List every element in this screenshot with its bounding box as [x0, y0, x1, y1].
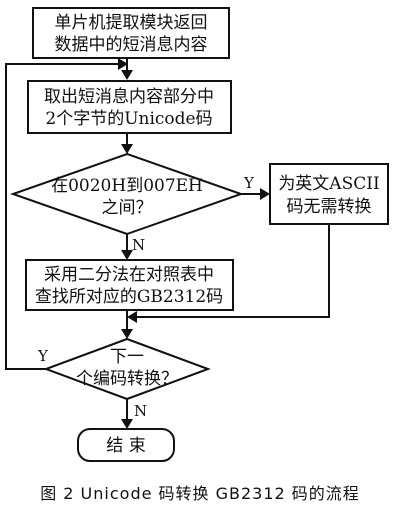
decision-check-range-line-1: 在0020H到007EH — [51, 176, 203, 196]
node-read-sms-line-1: 单片机提取模块返回 — [55, 13, 208, 33]
edge-loop-back — [5, 58, 128, 370]
edge-ascii-merge — [127, 224, 330, 323]
figure-caption: 图 2 Unicode 码转换 GB2312 码的流程 — [40, 484, 360, 503]
node-ascii-line-2: 码无需转换 — [287, 197, 372, 217]
node-binary-search: 采用二分法在对照表中 查找所对应的GB2312码 — [25, 259, 234, 311]
edge-range-no: N — [121, 234, 145, 260]
decision-next-code: 下一 个编码转换？ Y — [37, 337, 211, 401]
edge-take-to-check — [121, 133, 133, 154]
edge-read-to-take — [121, 58, 133, 80]
decision-next-code-line-2: 个编码转换？ — [76, 369, 178, 389]
edge-range-yes-label: Y — [243, 174, 255, 192]
decision-check-range: 在0020H到007EH 之间？ — [9, 152, 245, 236]
node-ascii: 为英文ASCII 码无需转换 — [269, 163, 389, 225]
decision-check-range-line-2: 之间？ — [102, 198, 153, 218]
node-read-sms: 单片机提取模块返回 数据中的短消息内容 — [32, 7, 230, 59]
node-take-unicode-line-1: 取出短消息内容部分中 — [44, 87, 214, 107]
edge-next-no: N — [121, 399, 147, 429]
node-read-sms-line-2: 数据中的短消息内容 — [55, 35, 208, 55]
decision-next-code-line-1: 下一 — [110, 347, 144, 367]
node-take-unicode-line-2: 2个字节的Unicode码 — [45, 109, 212, 129]
edge-next-yes-label: Y — [37, 347, 49, 365]
node-binary-search-line-1: 采用二分法在对照表中 — [44, 265, 214, 285]
edge-next-no-label: N — [134, 402, 147, 420]
node-end-label: 结 束 — [106, 436, 145, 456]
node-binary-search-line-2: 查找所对应的GB2312码 — [35, 287, 223, 307]
edge-range-no-label: N — [132, 236, 145, 254]
node-ascii-line-1: 为英文ASCII — [278, 174, 379, 194]
node-take-unicode: 取出短消息内容部分中 2个字节的Unicode码 — [27, 80, 232, 134]
edge-range-yes: Y — [241, 174, 270, 200]
node-end: 结 束 — [77, 428, 175, 462]
edge-binary-to-next — [121, 310, 133, 339]
